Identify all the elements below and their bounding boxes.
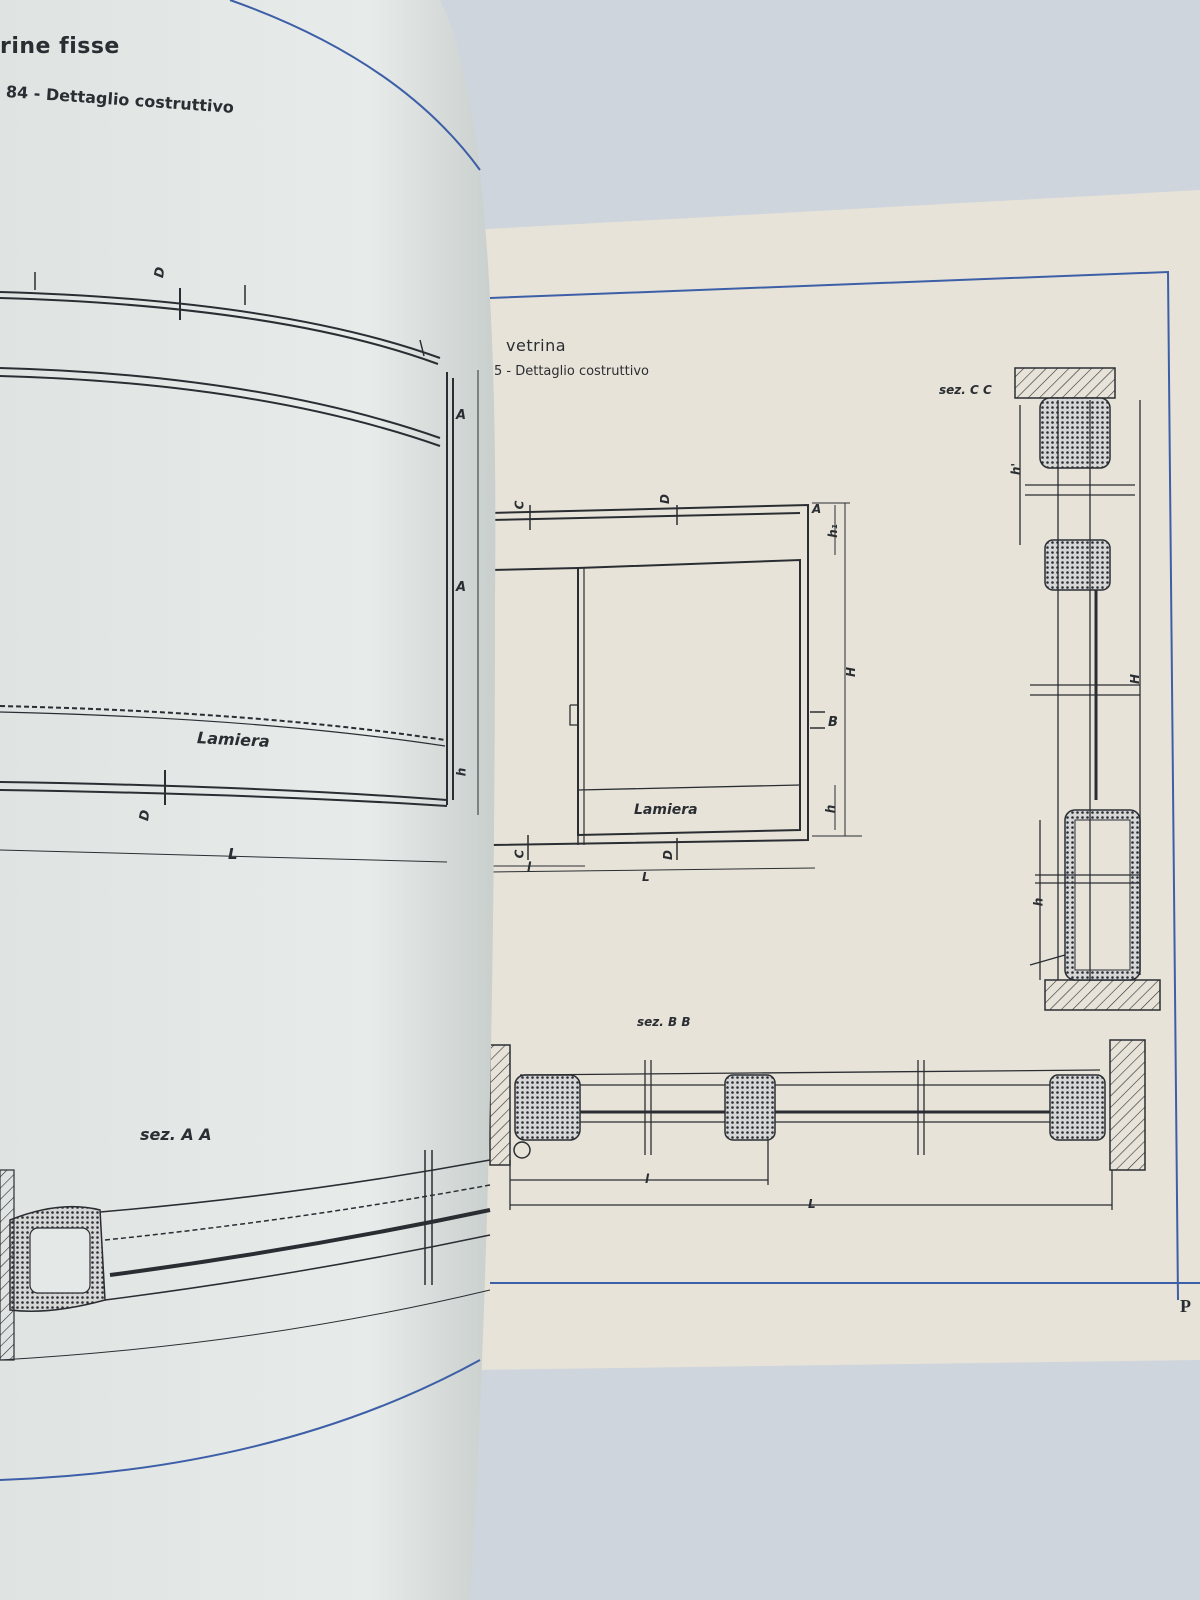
right-dim-H: H — [844, 666, 859, 678]
section-cc-drawing — [1014, 367, 1161, 1011]
right-page-title: vetrina — [506, 336, 567, 355]
right-dim-L: L — [642, 870, 650, 884]
left-dim-h: h — [454, 767, 469, 777]
left-page — [0, 0, 496, 1600]
right-dim-D-top: D — [657, 494, 672, 504]
left-elevation-drawing — [0, 272, 479, 863]
right-page-subtitle: 5 - Dettaglio costruttivo — [494, 364, 649, 379]
right-dim-C-bottom: C — [512, 849, 527, 859]
left-page-title: rine fisse — [0, 34, 120, 59]
cc-dim-h: h — [1031, 897, 1046, 907]
right-dim-h1: h₁ — [825, 524, 840, 538]
section-aa-drawing — [0, 1150, 491, 1361]
right-lamiera-label: Lamiera — [634, 802, 698, 818]
left-dim-D-top: D — [152, 265, 169, 280]
section-bb-drawing — [489, 1039, 1146, 1210]
left-dim-L: L — [228, 845, 238, 863]
right-page — [470, 190, 1200, 1370]
right-elevation-drawing — [489, 502, 862, 873]
right-dim-B: B — [828, 715, 838, 730]
left-lamiera-label: Lamiera — [196, 728, 271, 751]
bb-dim-l: l — [645, 1172, 650, 1186]
right-dim-h: h — [823, 804, 838, 814]
left-dim-A2: A — [456, 580, 467, 595]
left-dim-A: A — [456, 408, 467, 423]
bb-dim-L: L — [808, 1197, 816, 1211]
section-bb-label: sez. B B — [637, 1015, 691, 1029]
right-dim-C-top: C — [512, 500, 527, 510]
right-page-letter: P — [1180, 1296, 1191, 1316]
cc-dim-H: H — [1128, 673, 1143, 685]
left-section-aa-label: sez. A A — [140, 1125, 212, 1144]
section-cc-label: sez. C C — [939, 383, 992, 397]
right-dim-A: A — [812, 502, 822, 516]
cc-dim-h1: h' — [1009, 462, 1024, 476]
left-dim-D-bottom: D — [137, 808, 154, 823]
right-dim-D-bottom: D — [660, 850, 675, 860]
right-dim-l: l — [527, 860, 532, 874]
